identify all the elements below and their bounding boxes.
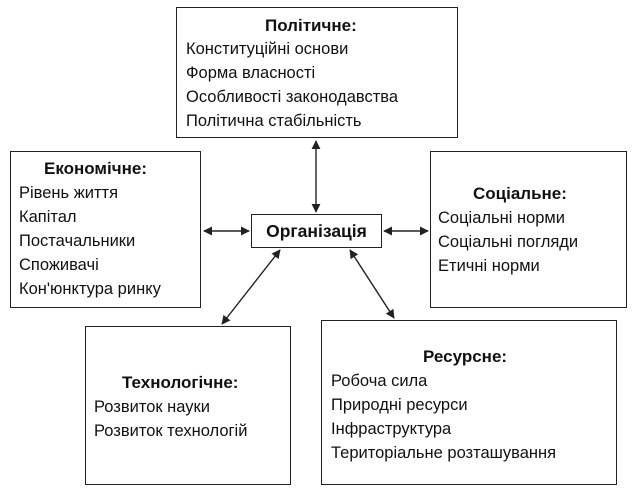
social-item: Соціальні погляди [438,233,579,251]
resource-item: Територіальне розташування [331,444,557,462]
economic-item: Споживачі [19,256,99,274]
political-items: Конституційні основи Форма власності Осо… [186,37,398,133]
social-item: Соціальні норми [438,209,565,227]
arrow-resource-org [349,249,395,319]
political-item: Особливості законодавства [186,88,399,106]
organization-label: Організація [266,221,367,241]
resource-factor-box: Ресурсне: Робоча сила Природні ресурси І… [321,320,617,485]
political-item: Форма власності [186,64,316,82]
technological-item: Розвиток технологій [94,422,248,440]
technological-items: Розвиток науки Розвиток технологій [94,395,247,443]
resource-item: Інфраструктура [331,420,452,438]
social-item: Етичні норми [438,257,540,275]
economic-item: Постачальники [19,232,136,250]
political-title: Політичне: [265,16,357,35]
political-item: Політична стабільність [186,112,362,130]
resource-title: Ресурсне: [423,347,508,366]
political-item: Конституційні основи [186,40,349,58]
social-items: Соціальні норми Соціальні погляди Етичні… [438,206,578,278]
social-factor-box: Соціальне: Соціальні норми Соціальні пог… [430,151,627,308]
economic-items: Рівень життя Капітал Постачальники Спожи… [19,181,161,301]
economic-item: Капітал [19,208,77,226]
economic-factor-box: Економічне: Рівень життя Капітал Постача… [10,151,201,308]
economic-item: Кон'юнктура ринку [19,280,161,298]
arrow-tech-org [221,249,281,325]
political-factor-box: Політичне: Конституційні основи Форма вл… [176,7,458,138]
organization-center-box: Організація [251,214,382,248]
social-title: Соціальне: [473,184,567,203]
resource-items: Робоча сила Природні ресурси Інфраструкт… [331,369,556,465]
economic-title: Економічне: [44,159,147,178]
technological-title: Технологічне: [122,373,239,392]
resource-item: Робоча сила [331,372,428,390]
resource-item: Природні ресурси [331,396,468,414]
technological-factor-box: Технологічне: Розвиток науки Розвиток те… [85,326,291,485]
technological-item: Розвиток науки [94,398,210,416]
economic-item: Рівень життя [19,184,119,202]
